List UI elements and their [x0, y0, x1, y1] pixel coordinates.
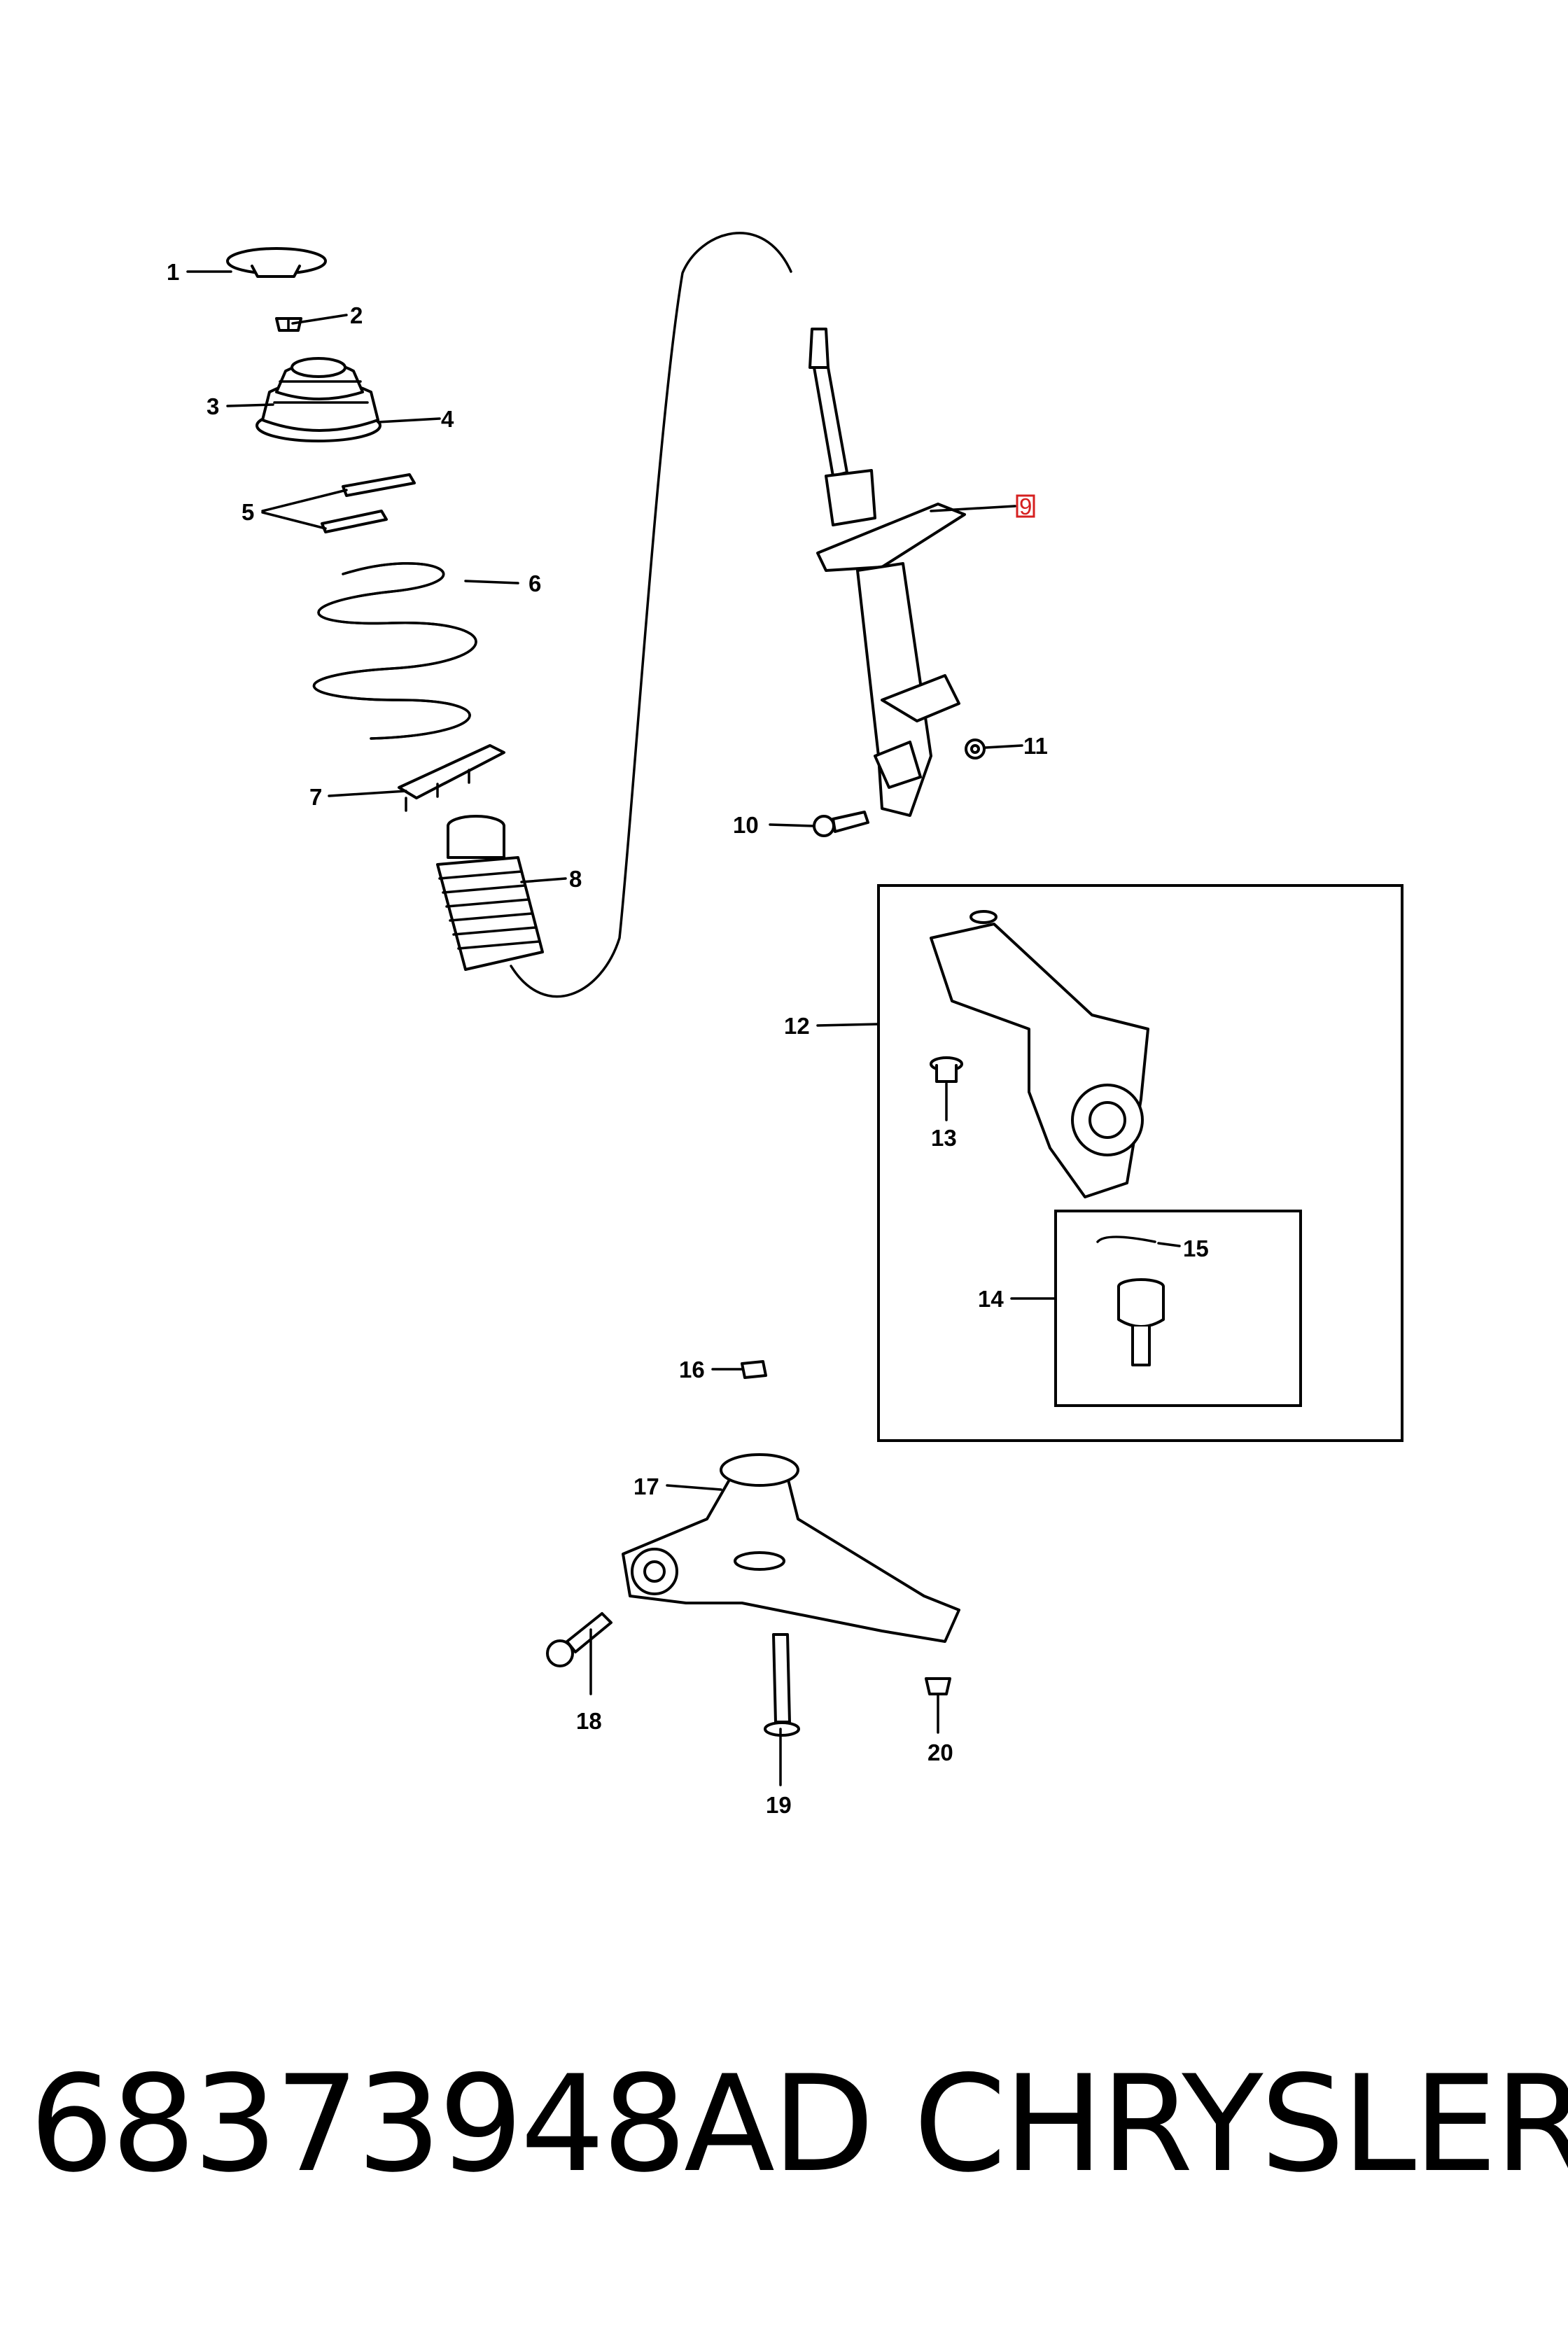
callout-12: 12 [784, 1013, 810, 1039]
part-18-bolt [546, 1612, 612, 1667]
callout-17: 17 [634, 1474, 659, 1499]
callout-16: 16 [679, 1357, 705, 1382]
callout-15: 15 [1183, 1236, 1209, 1261]
callout-14: 14 [978, 1286, 1004, 1312]
callout-9: 9 [1019, 493, 1032, 519]
callout-2: 2 [350, 302, 363, 328]
callout-1: 1 [167, 259, 179, 285]
assembly-connector-curve [510, 232, 792, 998]
callout-6: 6 [528, 570, 541, 596]
part-1-cap [226, 247, 327, 278]
part-number-label: 68373948AD [29, 2047, 874, 2202]
part-12-steering-knuckle [930, 910, 1149, 1198]
part-13-nut [930, 1056, 963, 1083]
part-6-coil-spring [312, 562, 477, 740]
part-10-bolt [813, 811, 869, 837]
part-20-nut [925, 1677, 951, 1695]
part-11-nut [965, 738, 986, 760]
callout-7: 7 [309, 784, 322, 810]
callout-5: 5 [241, 499, 254, 525]
callout-3: 3 [206, 393, 219, 419]
part-16-clip [741, 1360, 767, 1379]
callout-9-highlight-box [1016, 494, 1035, 518]
callout-19: 19 [766, 1792, 792, 1818]
callout-8: 8 [569, 866, 582, 892]
ball-joint-box [1054, 1210, 1302, 1407]
part-14-ball-joint [1117, 1278, 1165, 1366]
part-2-nut [275, 317, 302, 332]
leader-lines [186, 270, 1181, 1786]
callout-20: 20 [927, 1740, 953, 1765]
callout-4: 4 [441, 406, 454, 432]
part-15-clip [1096, 1236, 1156, 1243]
part-5-isolators [321, 473, 416, 533]
knuckle-assembly-box [877, 884, 1404, 1442]
part-3-4-strut-mount [255, 357, 382, 442]
part-7-spring-seat [398, 744, 505, 812]
part-8-dust-boot [436, 815, 544, 971]
part-19-bolt [764, 1633, 800, 1737]
callout-13: 13 [931, 1125, 957, 1151]
part-17-lower-control-arm [622, 1453, 960, 1643]
callout-18: 18 [576, 1708, 602, 1734]
brand-label: CHRYSLER [913, 2047, 1568, 2202]
callout-10: 10 [733, 812, 759, 838]
part-9-strut [808, 328, 966, 817]
callout-11: 11 [1023, 733, 1048, 759]
